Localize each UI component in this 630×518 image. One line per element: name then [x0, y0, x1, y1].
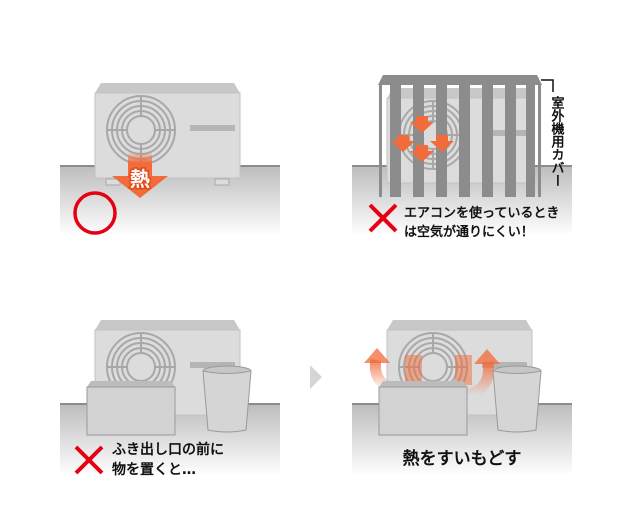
heat-label: 熱	[130, 167, 150, 191]
outdoor-unit	[95, 83, 240, 178]
caption-line-2: 物を置くと…	[112, 461, 196, 478]
heat-arrows-trapped	[391, 116, 454, 162]
cover-label: 室外機用カバー	[549, 95, 566, 187]
trash-can-obstacle	[492, 365, 542, 433]
panel-blocked: ふき出し口の前に 物を置くと…	[60, 320, 280, 478]
ok-circle-icon	[73, 191, 117, 235]
panel-good-placement: 熱	[60, 83, 280, 236]
heat-arrow-down	[112, 152, 168, 198]
caption-line-1: ふき出し口の前に	[112, 441, 224, 458]
result-caption: 熱をすいもどす	[403, 448, 522, 469]
box-obstacle	[86, 380, 176, 436]
cover-label-leader	[541, 79, 554, 92]
panel-result: 熱をすいもどす	[352, 320, 572, 476]
caption-line-2: は空気が通りにくい！	[404, 224, 534, 240]
heat-recirculation-arrows	[364, 348, 500, 401]
panel-cover: 室外機用カバー エアコンを使っているとき は空気が通りにくい！	[352, 75, 572, 240]
unit-foot	[214, 178, 230, 186]
box-obstacle	[378, 380, 468, 436]
trash-can-obstacle	[202, 365, 252, 433]
next-arrow-icon	[310, 365, 322, 389]
caption-line-1: エアコンを使っているとき	[404, 205, 559, 221]
